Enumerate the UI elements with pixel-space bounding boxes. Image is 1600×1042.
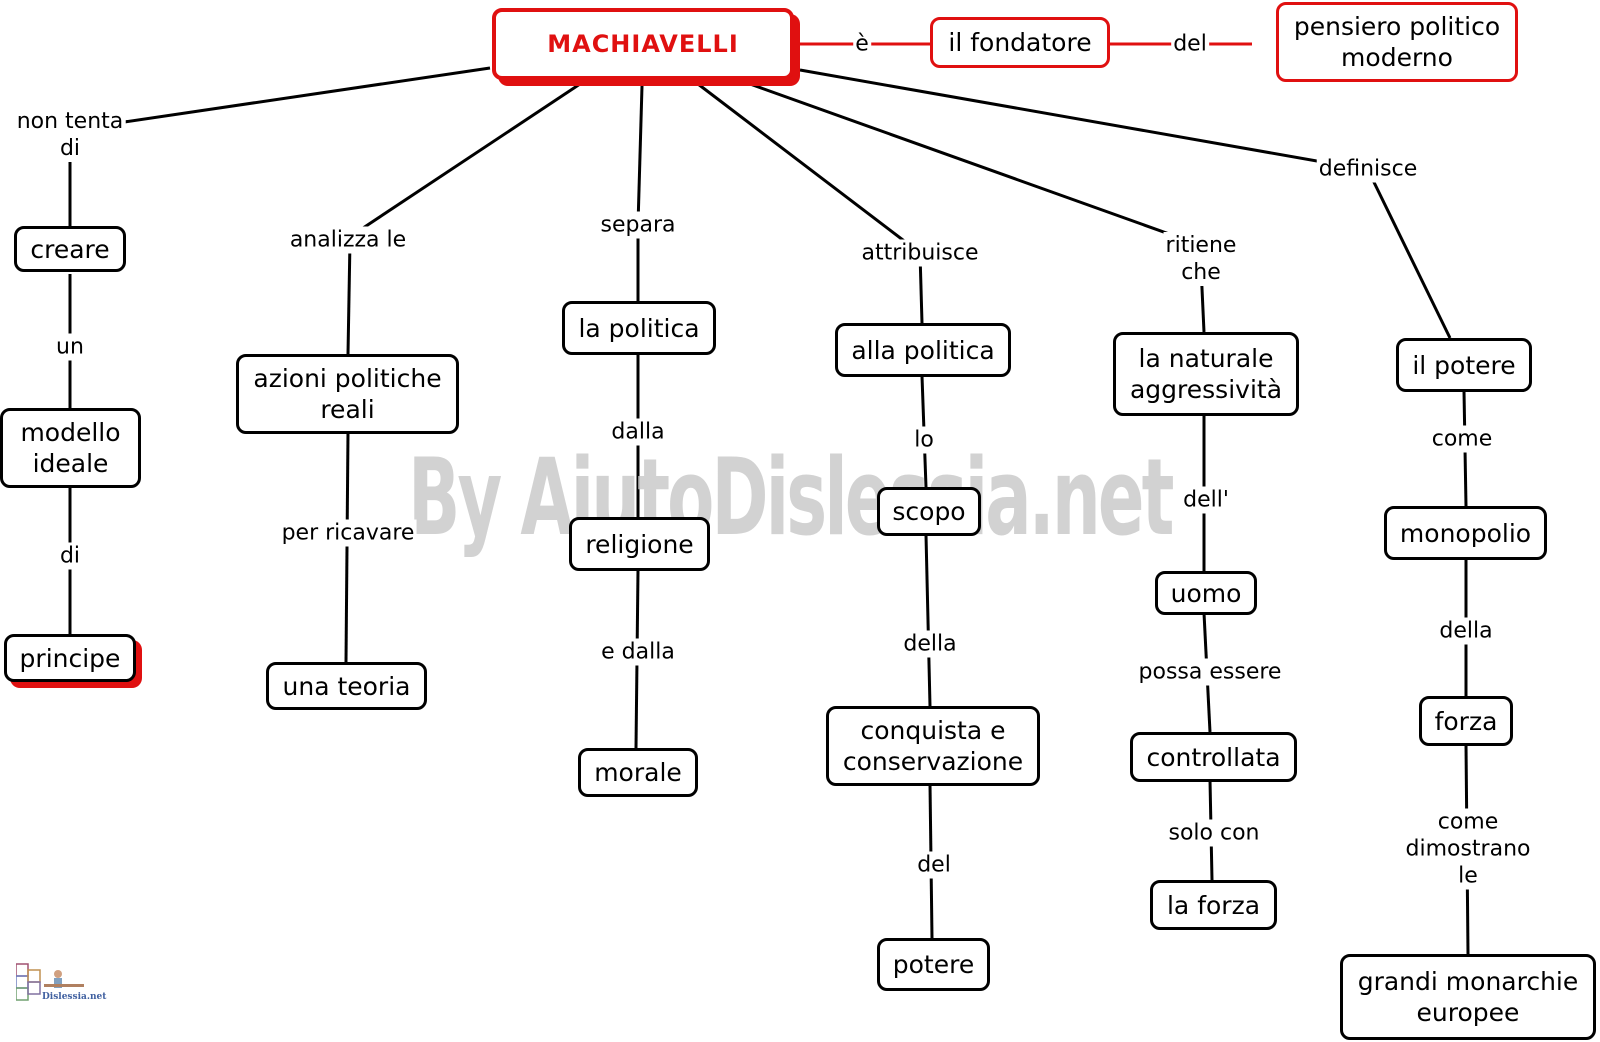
link-label: del — [915, 851, 953, 879]
link-label: possa essere — [1136, 658, 1284, 686]
node-il-fondatore[interactable]: il fondatore — [930, 17, 1110, 68]
node-morale[interactable]: morale — [578, 748, 698, 797]
node-grandi-monarchie-europee[interactable]: grandi monarchie europee — [1340, 954, 1596, 1040]
node-una-teoria[interactable]: una teoria — [266, 662, 427, 710]
link-label: non tenta di — [14, 108, 126, 162]
link-label: della — [901, 630, 959, 658]
node-potere[interactable]: potere — [877, 938, 990, 991]
link-label: come dimostrano le — [1402, 808, 1534, 890]
connector — [636, 85, 644, 226]
link-label: di — [57, 542, 83, 570]
node-conquista-conservazione[interactable]: conquista e conservazione — [826, 706, 1040, 786]
node-pensiero-politico-moderno[interactable]: pensiero politico moderno — [1276, 2, 1518, 82]
node-monopolio[interactable]: monopolio — [1384, 506, 1547, 560]
connector — [344, 82, 581, 242]
link-label: ritiene che — [1163, 232, 1239, 286]
node-modello-ideale[interactable]: modello ideale — [0, 408, 141, 488]
connector — [69, 66, 491, 132]
link-label: per ricavare — [279, 519, 417, 547]
node-machiavelli[interactable]: MACHIAVELLI — [492, 8, 794, 80]
node-naturale-aggressivita[interactable]: la naturale aggressività — [1113, 332, 1299, 416]
connector — [344, 431, 350, 663]
link-label: un — [54, 333, 86, 361]
site-logo: Dislessia.net — [16, 963, 107, 1002]
connector — [346, 239, 352, 355]
node-uomo[interactable]: uomo — [1155, 571, 1257, 615]
svg-text:Dislessia.net: Dislessia.net — [42, 992, 107, 1002]
node-forza[interactable]: forza — [1419, 696, 1513, 746]
connector — [799, 68, 1369, 172]
link-label: definisce — [1316, 155, 1420, 183]
link-label: dell' — [1181, 486, 1231, 514]
link-label: come — [1429, 425, 1495, 453]
node-religione[interactable]: religione — [569, 517, 710, 571]
link-label: della — [1437, 617, 1495, 645]
link-label: separa — [598, 211, 678, 239]
node-la-forza[interactable]: la forza — [1150, 880, 1277, 930]
node-la-politica[interactable]: la politica — [562, 301, 716, 355]
link-label: è — [853, 30, 871, 58]
connector — [1366, 169, 1452, 339]
node-azioni-politiche-reali[interactable]: azioni politiche reali — [236, 354, 459, 434]
link-label: del — [1171, 30, 1209, 58]
link-label: solo con — [1166, 819, 1262, 847]
node-creare[interactable]: creare — [14, 226, 126, 272]
link-label: attribuisce — [859, 239, 981, 267]
node-controllata[interactable]: controllata — [1130, 732, 1297, 782]
connector — [924, 534, 932, 707]
link-label: analizza le — [287, 226, 409, 254]
link-label: lo — [912, 426, 936, 454]
node-alla-politica[interactable]: alla politica — [835, 323, 1011, 377]
node-il-potere[interactable]: il potere — [1396, 338, 1532, 392]
node-principe[interactable]: principe — [4, 634, 136, 682]
node-scopo[interactable]: scopo — [877, 487, 981, 536]
link-label: e dalla — [599, 638, 677, 666]
link-label: dalla — [609, 418, 667, 446]
connector — [749, 82, 1201, 247]
connector — [697, 82, 921, 255]
